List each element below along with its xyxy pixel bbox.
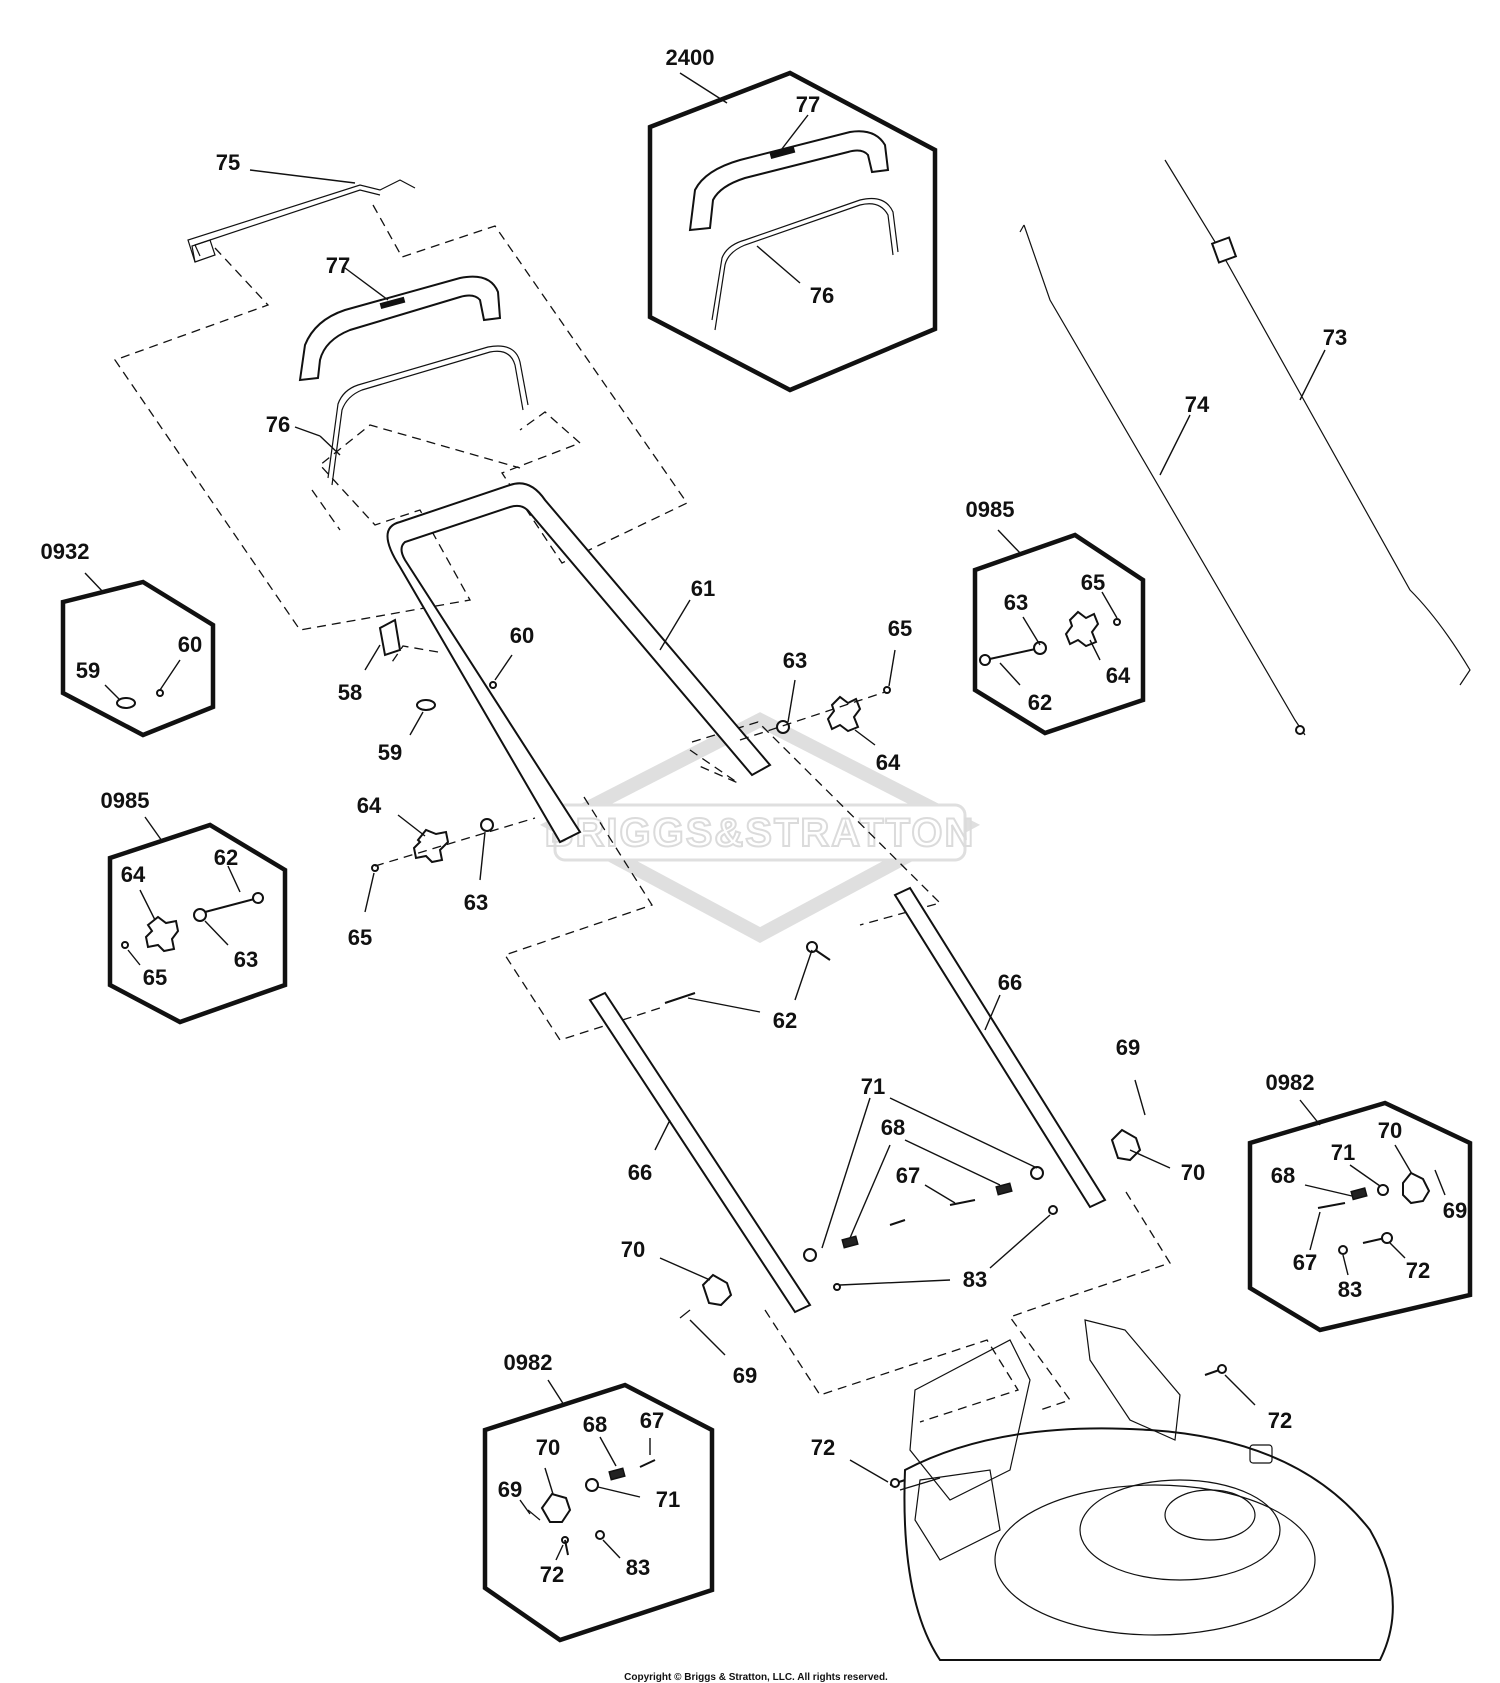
svg-text:64: 64 xyxy=(121,862,146,887)
svg-text:77: 77 xyxy=(326,253,350,278)
svg-text:83: 83 xyxy=(1338,1277,1362,1302)
kit-label: 0982 xyxy=(504,1350,553,1375)
handle-grip-77[interactable]: 77 xyxy=(298,253,502,382)
svg-text:59: 59 xyxy=(76,658,100,683)
svg-text:63: 63 xyxy=(1004,590,1028,615)
knob-set-upper-right[interactable]: 63 65 64 xyxy=(739,616,912,775)
svg-text:72: 72 xyxy=(1406,1258,1430,1283)
svg-text:69: 69 xyxy=(1116,1035,1140,1060)
kit-0932[interactable]: 0932 59 60 xyxy=(41,539,216,738)
control-bar-75[interactable]: 75 xyxy=(187,150,416,263)
mower-deck xyxy=(899,1319,1394,1661)
lower-handle-66-right[interactable]: 66 xyxy=(893,886,1107,1209)
upper-handle-61[interactable]: 61 xyxy=(386,482,772,844)
kit-label: 0985 xyxy=(101,788,150,813)
svg-text:65: 65 xyxy=(1081,570,1105,595)
svg-text:63: 63 xyxy=(783,648,807,673)
svg-text:65: 65 xyxy=(888,616,912,641)
svg-text:69: 69 xyxy=(498,1477,522,1502)
svg-text:62: 62 xyxy=(773,1008,797,1033)
svg-text:59: 59 xyxy=(378,740,402,765)
kit-0985-upper[interactable]: 0985 63 65 62 64 xyxy=(966,497,1146,736)
kit-label: 0985 xyxy=(966,497,1015,522)
kit-0982-bottom[interactable]: 0982 70 68 67 69 71 72 83 xyxy=(482,1350,715,1643)
svg-text:68: 68 xyxy=(583,1412,607,1437)
svg-text:60: 60 xyxy=(178,632,202,657)
svg-text:68: 68 xyxy=(1271,1163,1295,1188)
svg-text:67: 67 xyxy=(896,1163,920,1188)
svg-text:66: 66 xyxy=(628,1160,652,1185)
watermark-text: BRIGGS&STRATTON xyxy=(545,811,976,855)
svg-text:70: 70 xyxy=(1181,1160,1205,1185)
svg-text:73: 73 xyxy=(1323,325,1347,350)
star-knob-icon xyxy=(1064,610,1100,648)
kit-0985-lower[interactable]: 0985 64 62 65 63 xyxy=(101,788,288,1025)
kit-label: 0982 xyxy=(1266,1070,1315,1095)
svg-text:62: 62 xyxy=(214,845,238,870)
svg-text:64: 64 xyxy=(876,750,901,775)
svg-text:70: 70 xyxy=(1378,1118,1402,1143)
svg-text:65: 65 xyxy=(143,965,167,990)
svg-text:64: 64 xyxy=(357,793,382,818)
kit-0982-right[interactable]: 0982 69 70 71 68 67 83 72 xyxy=(1247,1070,1473,1333)
svg-text:76: 76 xyxy=(266,412,290,437)
svg-text:69: 69 xyxy=(733,1363,757,1388)
svg-text:76: 76 xyxy=(810,283,834,308)
svg-text:70: 70 xyxy=(536,1435,560,1460)
svg-text:67: 67 xyxy=(1293,1250,1317,1275)
svg-text:62: 62 xyxy=(1028,690,1052,715)
clip-and-pin: 60 59 xyxy=(378,623,534,765)
svg-text:71: 71 xyxy=(1331,1140,1355,1165)
svg-text:67: 67 xyxy=(640,1408,664,1433)
svg-text:61: 61 xyxy=(691,576,715,601)
svg-text:71: 71 xyxy=(861,1074,885,1099)
kit-label: 0932 xyxy=(41,539,90,564)
svg-text:69: 69 xyxy=(1443,1198,1467,1223)
svg-text:63: 63 xyxy=(234,947,258,972)
clip-icon xyxy=(116,697,136,709)
svg-text:58: 58 xyxy=(338,680,362,705)
svg-text:70: 70 xyxy=(621,1237,645,1262)
kit-label: 2400 xyxy=(666,45,715,70)
control-cables[interactable]: 74 73 xyxy=(1019,159,1471,736)
bail-76[interactable]: 76 xyxy=(266,345,529,486)
kit-2400[interactable]: 2400 76 77 xyxy=(647,45,938,393)
svg-text:72: 72 xyxy=(811,1435,835,1460)
svg-text:71: 71 xyxy=(656,1487,680,1512)
svg-text:83: 83 xyxy=(963,1267,987,1292)
svg-text:60: 60 xyxy=(510,623,534,648)
adjuster-knob-icon xyxy=(540,1492,572,1523)
svg-text:65: 65 xyxy=(348,925,372,950)
svg-text:74: 74 xyxy=(1185,392,1210,417)
svg-text:68: 68 xyxy=(881,1115,905,1140)
svg-text:83: 83 xyxy=(626,1555,650,1580)
svg-text:75: 75 xyxy=(216,150,240,175)
bracket-58[interactable]: 58 xyxy=(338,618,402,705)
star-knob-icon xyxy=(144,915,180,953)
svg-text:72: 72 xyxy=(540,1562,564,1587)
lower-handle-66-left[interactable]: 66 xyxy=(588,991,812,1314)
knob-set-left[interactable]: 64 63 65 xyxy=(348,793,536,950)
adjuster-knob-icon xyxy=(1402,1171,1431,1205)
svg-text:72: 72 xyxy=(1268,1408,1292,1433)
bolt-62[interactable]: 62 xyxy=(664,941,831,1033)
svg-text:77: 77 xyxy=(796,92,820,117)
brand-watermark: BRIGGS&STRATTON xyxy=(539,712,981,943)
lower-hardware[interactable]: 69 70 71 68 67 70 69 83 xyxy=(621,1035,1205,1388)
screws-72[interactable]: 72 72 xyxy=(811,1364,1292,1488)
svg-text:64: 64 xyxy=(1106,663,1131,688)
copyright-text: Copyright © Briggs & Stratton, LLC. All … xyxy=(624,1672,888,1683)
svg-text:66: 66 xyxy=(998,970,1022,995)
svg-text:63: 63 xyxy=(464,890,488,915)
